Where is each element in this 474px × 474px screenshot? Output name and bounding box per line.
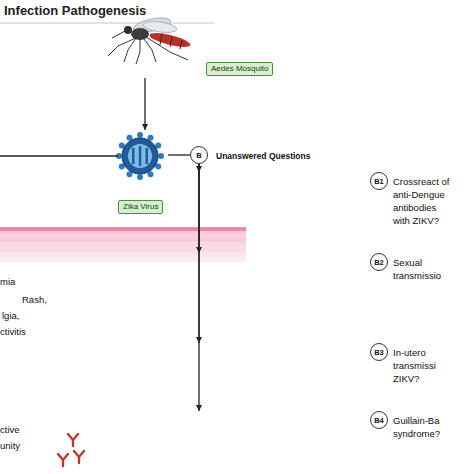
skin-epidermis: [0, 227, 246, 231]
mosquito-node: Aedes Mosquito: [122, 22, 270, 78]
connector-arrow: [198, 164, 199, 253]
section-heading: Unanswered Questions: [213, 150, 313, 162]
mosquito-proboscis: [112, 31, 125, 38]
skin-band: [0, 227, 246, 262]
cropped-label: lgia,: [2, 310, 19, 322]
antibody-symbol: [74, 451, 84, 463]
mosquito-thorax: [131, 28, 149, 40]
circle-letter: B2: [371, 254, 387, 270]
circle-letter: B1: [371, 173, 387, 189]
mosquito-stripe: [170, 37, 172, 47]
antibody-group: [58, 434, 84, 466]
question-circle: B2Sexual transmissio: [370, 253, 388, 271]
question-text: Sexual transmissio: [393, 256, 455, 282]
circle-letter: B: [191, 147, 207, 163]
virus-core: [128, 144, 152, 168]
mosquito-illustration: [108, 15, 192, 64]
question-text: Guillain-Ba syndrome?: [393, 414, 455, 440]
mosquito-leg: [108, 37, 138, 56]
cropped-label: ctive: [0, 424, 20, 436]
connector-arrow: [168, 154, 190, 155]
mosquito-stripe: [180, 40, 182, 49]
skin-layer-line: [0, 250, 246, 251]
connector-arrow: [198, 164, 199, 411]
mosquito-leg: [146, 37, 188, 60]
question-text: Crossreact of anti-Dengue antibodies wit…: [393, 175, 455, 227]
connector-arrow: [198, 164, 199, 343]
question-circle: B1Crossreact of anti-Dengue antibodies w…: [370, 172, 388, 190]
virus-rna-bar: [132, 148, 135, 164]
antibody-symbol: [68, 434, 78, 446]
virus-rna-bar: [139, 146, 142, 166]
cropped-label: Rash,: [22, 294, 47, 306]
cropped-label: mia: [0, 276, 15, 288]
virus-capsid: [122, 138, 158, 174]
circle-letter: B4: [371, 412, 387, 428]
virus-spike: [137, 132, 143, 138]
virus-node: Zika Virus: [112, 130, 168, 214]
mosquito-leg: [136, 39, 140, 64]
virus-illustration: [116, 132, 164, 180]
tag-label: Aedes Mosquito: [206, 62, 273, 76]
question-text: In-utero transmissi ZIKV?: [393, 346, 455, 385]
circle-letter: B3: [371, 344, 387, 360]
tag-label: Zika Virus: [118, 200, 163, 214]
cropped-label: unity: [0, 440, 20, 452]
question-circle: B3In-utero transmissi ZIKV?: [370, 343, 388, 361]
mosquito-stripe: [160, 34, 162, 45]
section-circle: BUnanswered Questions: [190, 146, 208, 164]
cropped-label: ctivitis: [0, 326, 26, 338]
antibody-symbol: [58, 454, 68, 466]
mosquito-leg: [124, 38, 136, 62]
diagram-title: Infection Pathogenesis: [4, 3, 146, 18]
virus-spike: [137, 174, 143, 180]
virus-rna-bar: [146, 148, 149, 164]
virus-spike: [158, 153, 164, 159]
skin-layer-line: [0, 240, 246, 241]
connector-arrow: [198, 164, 199, 172]
mosquito-head: [124, 26, 132, 34]
connector-arrow: [144, 78, 145, 130]
left-branch-line: [0, 155, 118, 156]
mosquito-abdomen: [148, 30, 191, 50]
title-rule: [0, 23, 215, 24]
question-circle: B4Guillain-Ba syndrome?: [370, 411, 388, 429]
